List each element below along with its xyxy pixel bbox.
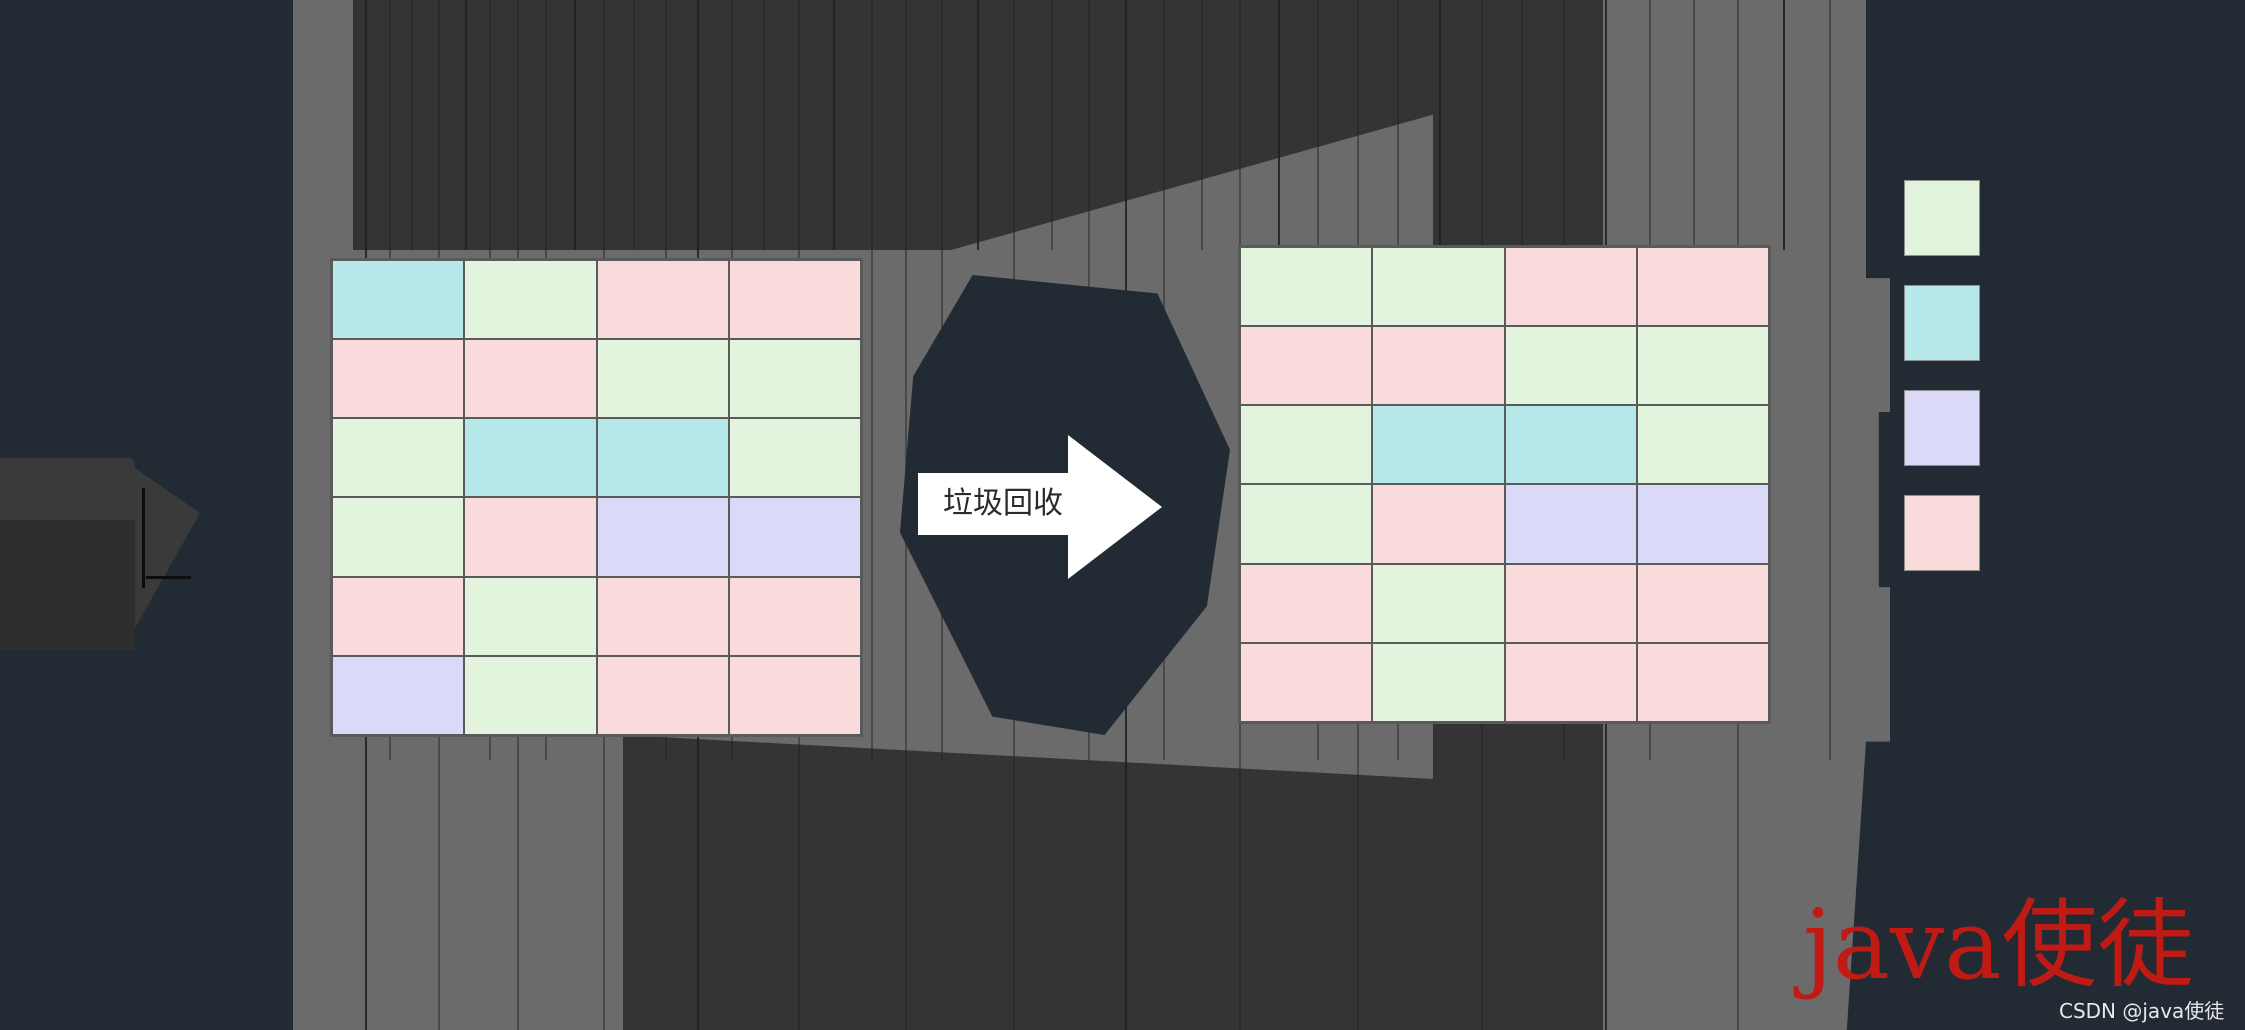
heap-cell: [1240, 484, 1373, 564]
heap-cell: [332, 260, 465, 340]
legend-swatch-cyan: [1904, 285, 1980, 361]
heap-cell: [1504, 326, 1637, 406]
legend-swatch-pink: [1904, 495, 1980, 571]
heap-cell: [1372, 326, 1505, 406]
right-arrow-icon: 垃圾回收: [918, 435, 1168, 580]
heap-cell: [464, 655, 597, 735]
heap-cell: [596, 418, 729, 498]
heap-cell: [1372, 247, 1505, 327]
legend-swatch-purple: [1904, 390, 1980, 466]
heap-cell: [596, 260, 729, 340]
heap-cell: [332, 418, 465, 498]
heap-cell: [464, 497, 597, 577]
heap-cell: [596, 497, 729, 577]
watermark-brand: java使徒: [1803, 889, 2194, 1001]
heap-cell: [596, 655, 729, 735]
heap-grid-after-gc: [1238, 245, 1771, 724]
heap-cell: [1240, 326, 1373, 406]
legend-row: [1904, 495, 2234, 600]
legend-row: [1904, 285, 2234, 390]
heap-cell: [1504, 484, 1637, 564]
heap-grid-before-gc: [330, 258, 863, 737]
heap-cell: [1372, 642, 1505, 722]
heap-cell: [1372, 484, 1505, 564]
heap-cell: [728, 497, 861, 577]
heap-cell: [1636, 642, 1769, 722]
heap-cell: [1240, 563, 1373, 643]
heap-cell: [728, 339, 861, 419]
heap-cell: [728, 655, 861, 735]
heap-cell: [728, 576, 861, 656]
heap-cell: [1636, 405, 1769, 485]
heap-cell: [464, 576, 597, 656]
heap-cell: [464, 260, 597, 340]
heap-cell: [1372, 563, 1505, 643]
heap-cell: [1240, 405, 1373, 485]
heap-cell: [1504, 247, 1637, 327]
gc-arrow-group: 垃圾回收: [900, 275, 1230, 735]
heap-cell: [1240, 642, 1373, 722]
heap-cell: [1504, 642, 1637, 722]
legend-swatch-green: [1904, 180, 1980, 256]
left-panel-edge-horizontal: [146, 576, 191, 579]
heap-cell: [332, 576, 465, 656]
heap-cell: [1504, 563, 1637, 643]
heap-cell: [332, 339, 465, 419]
watermark-csdn: CSDN @java使徒: [2059, 999, 2225, 1023]
heap-cell: [728, 418, 861, 498]
heap-cell: [332, 497, 465, 577]
heap-cell: [728, 260, 861, 340]
heap-cell: [464, 339, 597, 419]
heap-cell: [1504, 405, 1637, 485]
legend-row: [1904, 180, 2234, 285]
left-panel-arrow-tip: [135, 468, 200, 628]
heap-cell: [1636, 484, 1769, 564]
color-legend: [1904, 180, 2234, 600]
left-panel-edge-vertical: [142, 488, 145, 588]
legend-row: [1904, 390, 2234, 495]
arrow-head: [1068, 435, 1162, 579]
heap-cell: [596, 339, 729, 419]
heap-cell: [1372, 405, 1505, 485]
heap-cell: [1636, 563, 1769, 643]
left-panel-box-lower: [0, 520, 135, 650]
heap-cell: [332, 655, 465, 735]
heap-cell: [1240, 247, 1373, 327]
arrow-body: [918, 473, 1076, 535]
heap-cell: [464, 418, 597, 498]
heap-cell: [1636, 326, 1769, 406]
heap-cell: [1636, 247, 1769, 327]
arrow-label: 垃圾回收: [943, 486, 1063, 521]
heap-cell: [596, 576, 729, 656]
